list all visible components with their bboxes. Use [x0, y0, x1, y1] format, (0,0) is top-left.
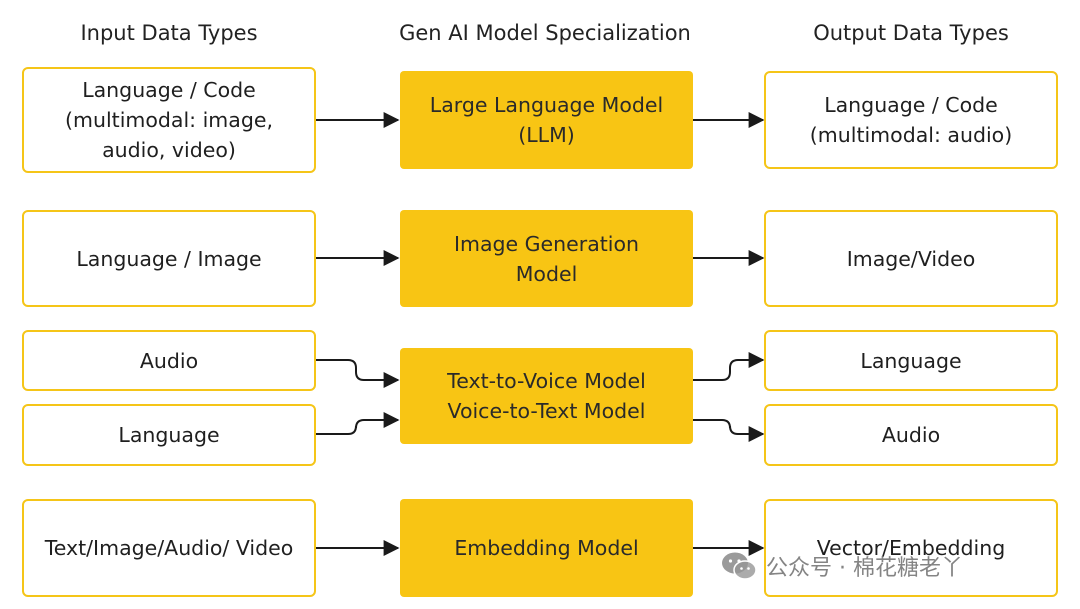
output-label: Language	[860, 348, 962, 373]
arrow-row3-in-language	[316, 412, 400, 435]
input-box-language-image: Language / Image	[22, 210, 316, 307]
input-label: (multimodal: image,	[65, 108, 273, 132]
input-label: Audio	[139, 348, 199, 373]
model-box-embedding: Embedding Model	[400, 499, 693, 597]
input-label: Language / Code	[82, 78, 256, 102]
watermark-text: 公众号 · 棉花糖老丫	[766, 556, 963, 581]
model-label: Voice-to-Text Model	[447, 399, 646, 423]
model-label: Image Generation	[453, 231, 640, 256]
output-column-header: Output Data Types	[813, 21, 1009, 45]
output-label: (multimodal: audio)	[809, 123, 1013, 147]
model-label: Large Language Model	[429, 93, 664, 117]
model-label: Model	[515, 261, 578, 286]
output-box-image-video: Image/Video	[764, 210, 1058, 307]
arrow-row3-out-audio	[693, 419, 765, 442]
model-box-llm: Large Language Model (LLM)	[400, 71, 693, 169]
input-column-header: Input Data Types	[80, 21, 258, 45]
input-box-audio: Audio	[22, 330, 316, 391]
model-box-image-generation: Image Generation Model	[400, 210, 693, 307]
watermark: 公众号 · 棉花糖老丫	[720, 548, 963, 584]
model-label: (LLM)	[518, 123, 575, 147]
input-label: Text/Image/Audio/ Video	[44, 536, 294, 560]
input-label: Language	[118, 423, 220, 447]
output-label: Image/Video	[846, 246, 976, 271]
input-box-language-code: Language / Code (multimodal: image, audi…	[22, 67, 316, 173]
arrow-row3-out-language	[693, 352, 765, 381]
output-box-audio: Audio	[764, 404, 1058, 466]
output-box-language: Language	[764, 330, 1058, 391]
model-label: Embedding Model	[454, 536, 639, 560]
input-box-language: Language	[22, 404, 316, 466]
output-label: Language / Code	[824, 93, 998, 117]
model-column-header: Gen AI Model Specialization	[399, 21, 691, 45]
input-label: audio, video)	[102, 138, 236, 162]
wechat-icon	[722, 552, 757, 580]
output-label: Vector/Embedding	[816, 536, 1006, 560]
model-box-voice: Text-to-Voice Model Voice-to-Text Model	[400, 348, 693, 444]
input-label: Language / Image	[76, 246, 262, 271]
input-box-multimedia: Text/Image/Audio/ Video	[22, 499, 316, 597]
output-label: Audio	[881, 423, 941, 447]
arrow-row3-in-audio	[316, 359, 400, 388]
output-box-vector-embedding: Vector/Embedding	[764, 499, 1058, 597]
model-label: Text-to-Voice Model	[447, 369, 646, 393]
output-box-language-code: Language / Code (multimodal: audio)	[764, 71, 1058, 169]
